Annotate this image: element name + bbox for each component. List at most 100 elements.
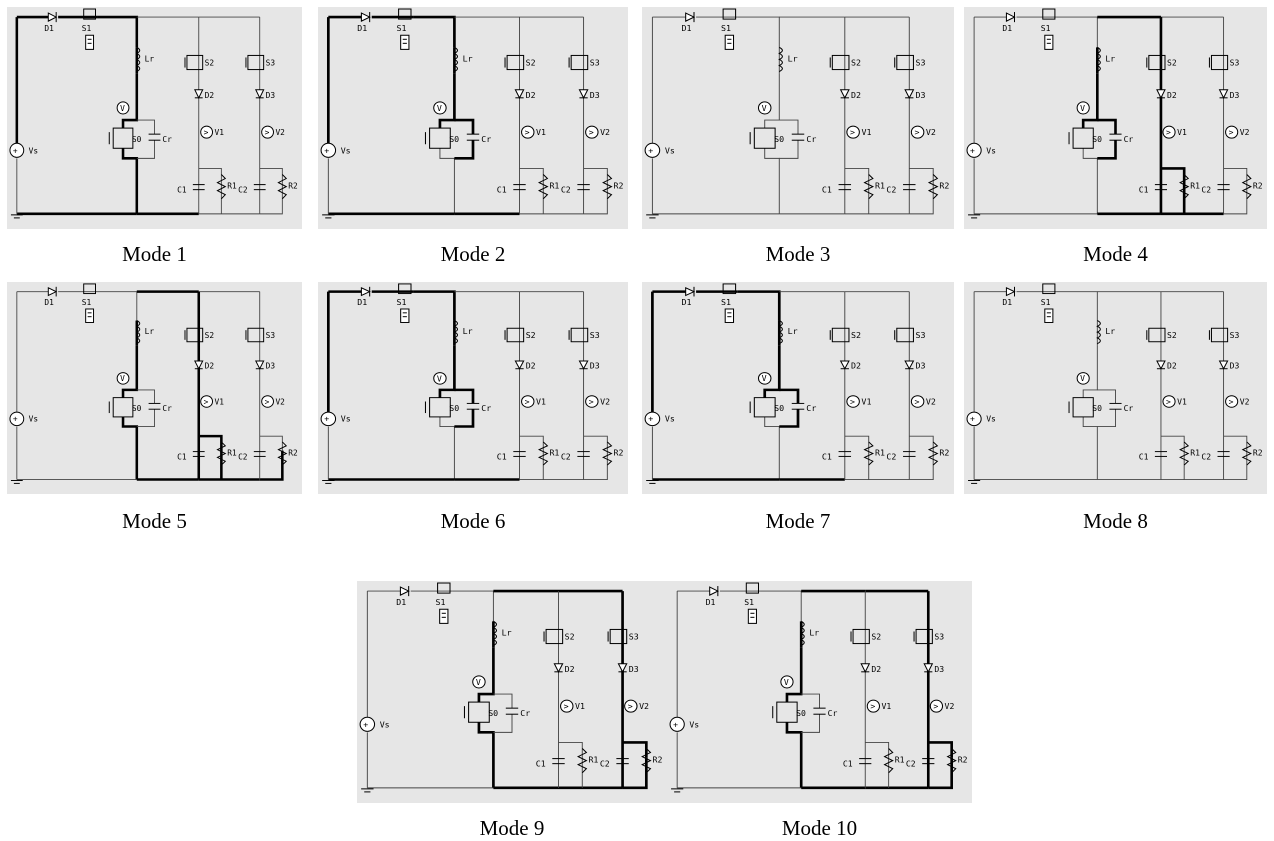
vs-label: Vs <box>665 145 675 155</box>
c1-label: C1 <box>497 185 507 195</box>
diode-d2-icon <box>1156 89 1166 99</box>
s0-label: S0 <box>796 708 806 718</box>
resistor-r2-icon <box>946 748 957 774</box>
voltmeter-v2-icon: > <box>585 395 599 408</box>
svg-text:>: > <box>914 398 919 407</box>
mode-caption: Mode 8 <box>1083 509 1148 533</box>
svg-text:>: > <box>589 127 594 137</box>
wire-lr-s0 <box>438 345 456 398</box>
vs-source-icon: + <box>966 142 982 158</box>
wire-c2-leg <box>259 435 283 451</box>
inductor-lr-icon <box>135 46 141 73</box>
switch-s2-icon <box>829 54 850 71</box>
r2-label: R2 <box>939 181 949 191</box>
diode-d3-icon <box>254 89 265 99</box>
mode-caption: Mode 1 <box>122 242 187 266</box>
wire-cr-down <box>801 714 820 733</box>
resistor-r1-icon <box>537 441 549 466</box>
voltmeter-v1-icon: > <box>846 125 860 139</box>
diode-d3-icon <box>1218 89 1229 99</box>
s2-label: S2 <box>851 331 861 340</box>
diode-d2-icon <box>553 663 564 673</box>
wire-cr-down <box>1097 409 1116 427</box>
lr-label: Lr <box>145 54 155 63</box>
v2-label: V2 <box>1240 128 1250 137</box>
cr-label: Cr <box>481 134 491 144</box>
switch-s3-icon <box>894 54 914 71</box>
s0-label: S0 <box>132 135 142 144</box>
diode-d3-icon <box>254 360 265 370</box>
svg-text:+: + <box>648 145 653 155</box>
r1-label: R1 <box>549 181 559 191</box>
resistor-r2-icon <box>602 174 613 200</box>
svg-text:>: > <box>265 128 270 137</box>
wire-s1-lr <box>97 291 138 321</box>
switch-s2-icon <box>504 327 525 343</box>
cr-label: Cr <box>162 404 172 413</box>
d2-label: D2 <box>526 90 536 100</box>
c1-label: C1 <box>1139 186 1149 195</box>
cr-label: Cr <box>162 135 172 144</box>
d3-label: D3 <box>1230 91 1240 100</box>
d3-label: D3 <box>916 90 926 100</box>
svg-text:>: > <box>564 701 569 711</box>
switch-s2-icon <box>184 327 204 343</box>
s0-label: S0 <box>774 404 784 413</box>
c2-label: C2 <box>886 453 896 462</box>
switch-s3-icon <box>1208 54 1229 71</box>
switch-s1-icon <box>1042 283 1056 323</box>
d1-label: D1 <box>682 298 692 307</box>
r1-label: R1 <box>875 181 885 191</box>
voltmeter-icon: V <box>116 372 130 385</box>
s0-label: S0 <box>774 134 784 144</box>
c2-label: C2 <box>238 186 248 195</box>
svg-text:>: > <box>850 398 855 407</box>
c1-label: C1 <box>822 185 832 195</box>
s3-label: S3 <box>590 58 600 68</box>
d1-label: D1 <box>357 298 367 307</box>
v2-label: V2 <box>275 128 285 137</box>
wire-cr-down <box>493 714 513 733</box>
wire-c1-leg <box>844 168 870 214</box>
inductor-lr-icon <box>800 620 805 647</box>
s1-label: S1 <box>1041 298 1051 307</box>
s3-label: S3 <box>916 331 926 340</box>
v2-label: V2 <box>600 127 610 137</box>
capacitor-c1-icon <box>1154 184 1168 191</box>
wire-cr-down <box>454 409 475 428</box>
svg-text:+: + <box>648 415 653 424</box>
svg-text:+: + <box>970 146 975 155</box>
s1-label: S1 <box>82 298 92 307</box>
wire-c2-leg <box>928 741 953 758</box>
r2-label: R2 <box>653 755 663 765</box>
mode-caption: Mode 7 <box>765 509 831 533</box>
c1-label: C1 <box>1139 452 1149 461</box>
diode-d2-icon <box>194 89 204 99</box>
mode-caption: Mode 2 <box>440 242 506 266</box>
d1-label: D1 <box>682 23 692 33</box>
s2-label: S2 <box>526 331 536 340</box>
cr-label: Cr <box>1124 135 1134 144</box>
inductor-lr-icon <box>492 620 498 647</box>
wire-s0-cr <box>493 693 513 709</box>
wire-bottom-r2 <box>583 450 608 480</box>
lr-label: Lr <box>809 628 819 638</box>
capacitor-c1-icon <box>859 758 872 765</box>
capacitor-cr-icon <box>148 133 161 141</box>
d3-label: D3 <box>916 362 926 371</box>
switch-s2-icon <box>829 327 850 343</box>
svg-text:>: > <box>589 398 594 407</box>
resistor-r1-icon <box>576 748 588 774</box>
v1-label: V1 <box>536 127 546 137</box>
svg-text:>: > <box>1166 398 1171 407</box>
r2-label: R2 <box>614 449 624 458</box>
c2-label: C2 <box>600 759 610 769</box>
voltmeter-label: V <box>1080 374 1085 383</box>
v1-label: V1 <box>575 701 585 711</box>
resistor-r1-icon <box>863 441 875 466</box>
wire-s0-down <box>1082 416 1098 480</box>
wire-s1-lr <box>737 290 781 321</box>
capacitor-c2-icon <box>1217 184 1230 191</box>
